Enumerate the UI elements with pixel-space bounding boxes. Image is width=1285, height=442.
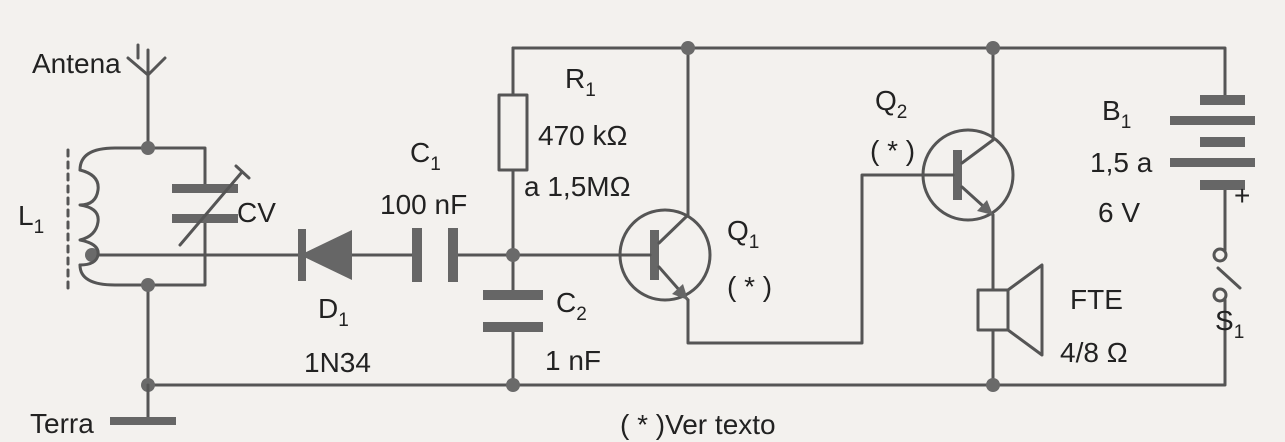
q2-note: ( * ) — [870, 135, 915, 166]
speaker-label: FTE — [1070, 284, 1123, 315]
capacitor-c2 — [483, 290, 543, 332]
ground-label: Terra — [30, 408, 94, 439]
resistor-r1 — [497, 93, 529, 172]
q1-note: ( * ) — [727, 271, 772, 302]
c1-value: 100 nF — [380, 189, 467, 220]
c2-label: C2 — [556, 287, 587, 325]
b1-label: B1 — [1102, 95, 1131, 133]
antenna-label: Antena — [32, 48, 121, 79]
r1-value-line1: 470 kΩ — [538, 120, 627, 151]
cv-label: CV — [237, 197, 276, 228]
b1-value-line1: 1,5 a — [1090, 147, 1153, 178]
ground-symbol — [110, 383, 176, 425]
footnote-see-text: ( * )Ver texto — [620, 409, 776, 440]
battery-b1 — [1170, 95, 1255, 190]
l1-label: L1 — [18, 200, 44, 238]
speaker-value: 4/8 Ω — [1060, 337, 1128, 368]
b1-value-line2: 6 V — [1098, 197, 1140, 228]
inductor-l1 — [66, 148, 100, 292]
c1-label: C1 — [410, 137, 441, 175]
variable-capacitor-cv — [172, 164, 251, 247]
capacitor-c1 — [412, 228, 458, 282]
d1-label: D1 — [318, 293, 349, 331]
r1-value-line2: a 1,5MΩ — [524, 171, 631, 202]
speaker-fte — [976, 263, 1044, 357]
antenna-symbol — [126, 43, 167, 77]
q2-label: Q2 — [875, 85, 907, 123]
junction-dots — [85, 41, 1000, 392]
c2-value: 1 nF — [545, 345, 601, 376]
transistor-q2 — [921, 128, 1015, 222]
r1-label: R1 — [565, 63, 596, 101]
q1-label: Q1 — [727, 215, 759, 253]
transistor-q1 — [618, 208, 712, 302]
s1-label: S1 — [1215, 305, 1244, 343]
b1-plus-sign: + — [1234, 180, 1250, 211]
d1-part-number: 1N34 — [304, 347, 371, 378]
diode-d1 — [298, 229, 352, 281]
switch-s1 — [1212, 247, 1242, 303]
